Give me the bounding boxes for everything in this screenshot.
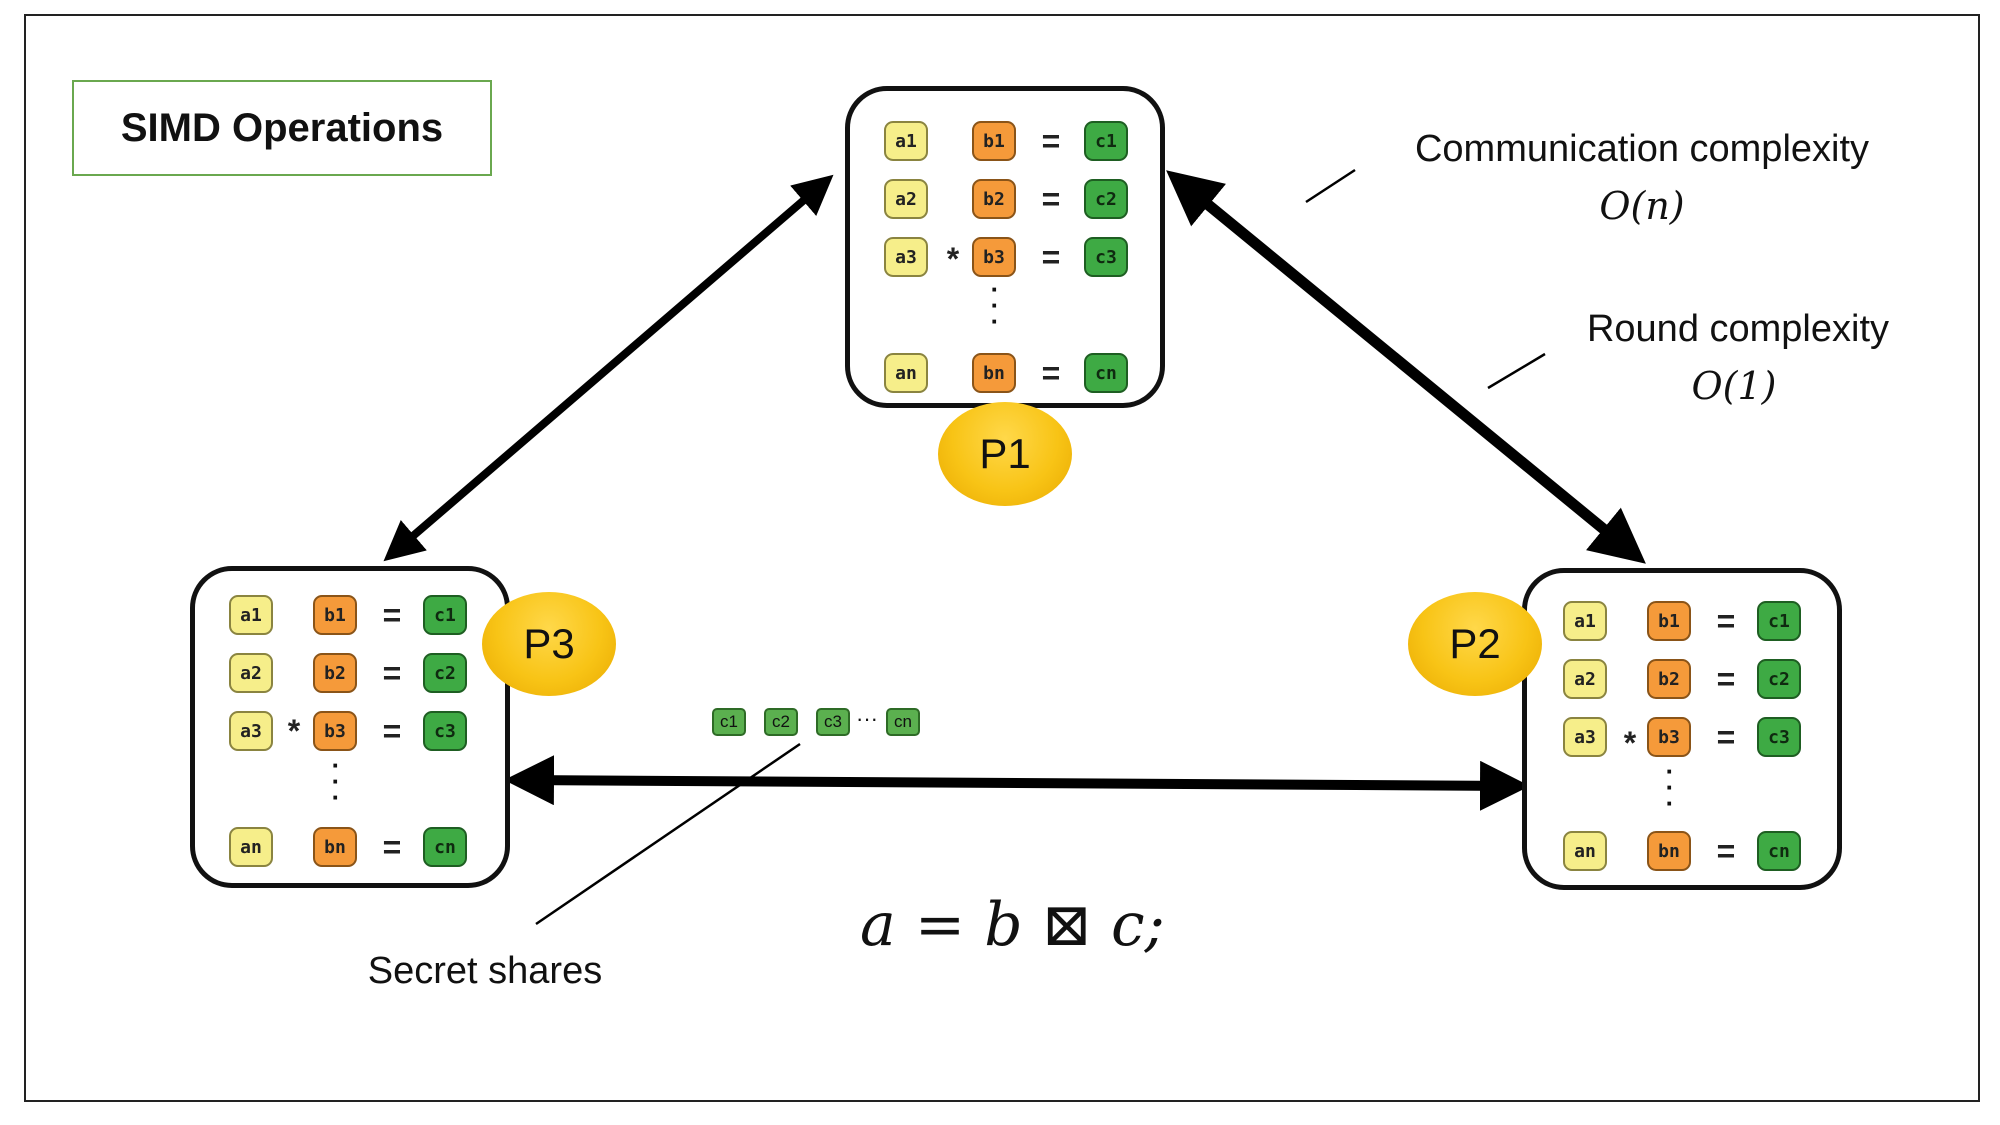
share-b-cell: b3	[1647, 717, 1691, 757]
arrow-p1-p3	[383, 174, 834, 562]
secret-share-chip: c3	[816, 708, 850, 736]
share-a-cell: a1	[229, 595, 273, 635]
arrow-p3-p2	[504, 755, 1530, 811]
share-b-cell: b1	[1647, 601, 1691, 641]
operation-formula: a = b ⊠ c;	[860, 890, 1165, 960]
equals-sign: =	[382, 654, 402, 691]
share-c-cell: cn	[423, 827, 467, 867]
pointer-secret-shares	[535, 742, 801, 926]
panel-row: a2 b2 = c2	[195, 653, 505, 695]
share-c-cell: c1	[423, 595, 467, 635]
share-b-cell: b3	[313, 711, 357, 751]
share-c-cell: c1	[1084, 121, 1128, 161]
share-b-cell: b2	[313, 653, 357, 693]
equals-sign: =	[1041, 180, 1061, 217]
share-c-cell: c3	[1084, 237, 1128, 277]
equals-sign: =	[1716, 660, 1736, 697]
communication-complexity-value: O(n)	[1599, 184, 1685, 228]
panel-row: an bn = cn	[850, 353, 1160, 395]
slide-frame	[24, 14, 1980, 1102]
communication-complexity-label: Communication complexity	[1414, 128, 1870, 170]
party-badge-p2: P2	[1408, 592, 1542, 696]
vertical-ellipsis: ···	[990, 274, 1000, 336]
equals-sign: =	[382, 596, 402, 633]
equals-sign: =	[1041, 122, 1061, 159]
share-b-cell: bn	[972, 353, 1016, 393]
panel-row: a2 b2 = c2	[850, 179, 1160, 221]
pointer-communication	[1305, 168, 1356, 204]
share-c-cell: c1	[1757, 601, 1801, 641]
equals-sign: =	[1716, 832, 1736, 869]
share-a-cell: a2	[229, 653, 273, 693]
panel-row: a1 b1 = c1	[1527, 601, 1837, 643]
share-a-cell: an	[229, 827, 273, 867]
share-a-cell: a2	[1563, 659, 1607, 699]
share-a-cell: a2	[884, 179, 928, 219]
arrow-p1-p2	[1166, 170, 1646, 564]
secret-share-chip: cn	[886, 708, 920, 736]
equals-sign: =	[1041, 354, 1061, 391]
share-a-cell: a3	[229, 711, 273, 751]
panel-row: an bn = cn	[195, 827, 505, 869]
share-a-cell: a3	[884, 237, 928, 277]
share-b-cell: bn	[1647, 831, 1691, 871]
share-a-cell: a1	[1563, 601, 1607, 641]
share-c-cell: cn	[1757, 831, 1801, 871]
share-c-cell: cn	[1084, 353, 1128, 393]
panel-row: a2 b2 = c2	[1527, 659, 1837, 701]
share-b-cell: b1	[313, 595, 357, 635]
share-a-cell: an	[1563, 831, 1607, 871]
share-b-cell: b3	[972, 237, 1016, 277]
vertical-ellipsis: ···	[1665, 756, 1675, 818]
equals-sign: =	[382, 712, 402, 749]
equals-sign: =	[1041, 238, 1061, 275]
panel-row: a3 * b3 = c3	[195, 711, 505, 753]
shares-ellipsis: ···	[856, 706, 878, 731]
share-c-cell: c3	[1757, 717, 1801, 757]
share-c-cell: c3	[423, 711, 467, 751]
equals-sign: =	[382, 828, 402, 865]
share-a-cell: an	[884, 353, 928, 393]
share-b-cell: bn	[313, 827, 357, 867]
secret-shares-label: Secret shares	[367, 950, 603, 992]
slide-title: SIMD Operations	[72, 80, 492, 176]
party-badge-p3: P3	[482, 592, 616, 696]
equals-sign: =	[1716, 602, 1736, 639]
panel-row: a3 * b3 = c3	[850, 237, 1160, 279]
share-b-cell: b2	[1647, 659, 1691, 699]
share-b-cell: b1	[972, 121, 1016, 161]
panel-row: an bn = cn	[1527, 831, 1837, 873]
panel-p3: a1 b1 = c1 a2 b2 = c2 a3 * b3 = c3 ··· a…	[190, 566, 510, 888]
multiply-operator: *	[1623, 724, 1637, 761]
panel-row: a1 b1 = c1	[850, 121, 1160, 163]
pointer-round	[1487, 352, 1546, 390]
panel-row: a3 * b3 = c3	[1527, 717, 1837, 761]
panel-p1: a1 b1 = c1 a2 b2 = c2 a3 * b3 = c3 ··· a…	[845, 86, 1165, 408]
secret-share-chip: c1	[712, 708, 746, 736]
equals-sign: =	[1716, 718, 1736, 755]
multiply-operator: *	[946, 240, 960, 277]
share-c-cell: c2	[1084, 179, 1128, 219]
multiply-operator: *	[287, 712, 301, 749]
round-complexity-label: Round complexity	[1586, 308, 1890, 350]
share-c-cell: c2	[1757, 659, 1801, 699]
round-complexity-value: O(1)	[1691, 364, 1777, 408]
panel-row: a1 b1 = c1	[195, 595, 505, 637]
vertical-ellipsis: ···	[331, 750, 341, 812]
share-a-cell: a1	[884, 121, 928, 161]
share-c-cell: c2	[423, 653, 467, 693]
secret-share-chip: c2	[764, 708, 798, 736]
share-b-cell: b2	[972, 179, 1016, 219]
party-badge-p1: P1	[938, 402, 1072, 506]
panel-p2: a1 b1 = c1 a2 b2 = c2 a3 * b3 = c3 ··· a…	[1522, 568, 1842, 890]
share-a-cell: a3	[1563, 717, 1607, 757]
